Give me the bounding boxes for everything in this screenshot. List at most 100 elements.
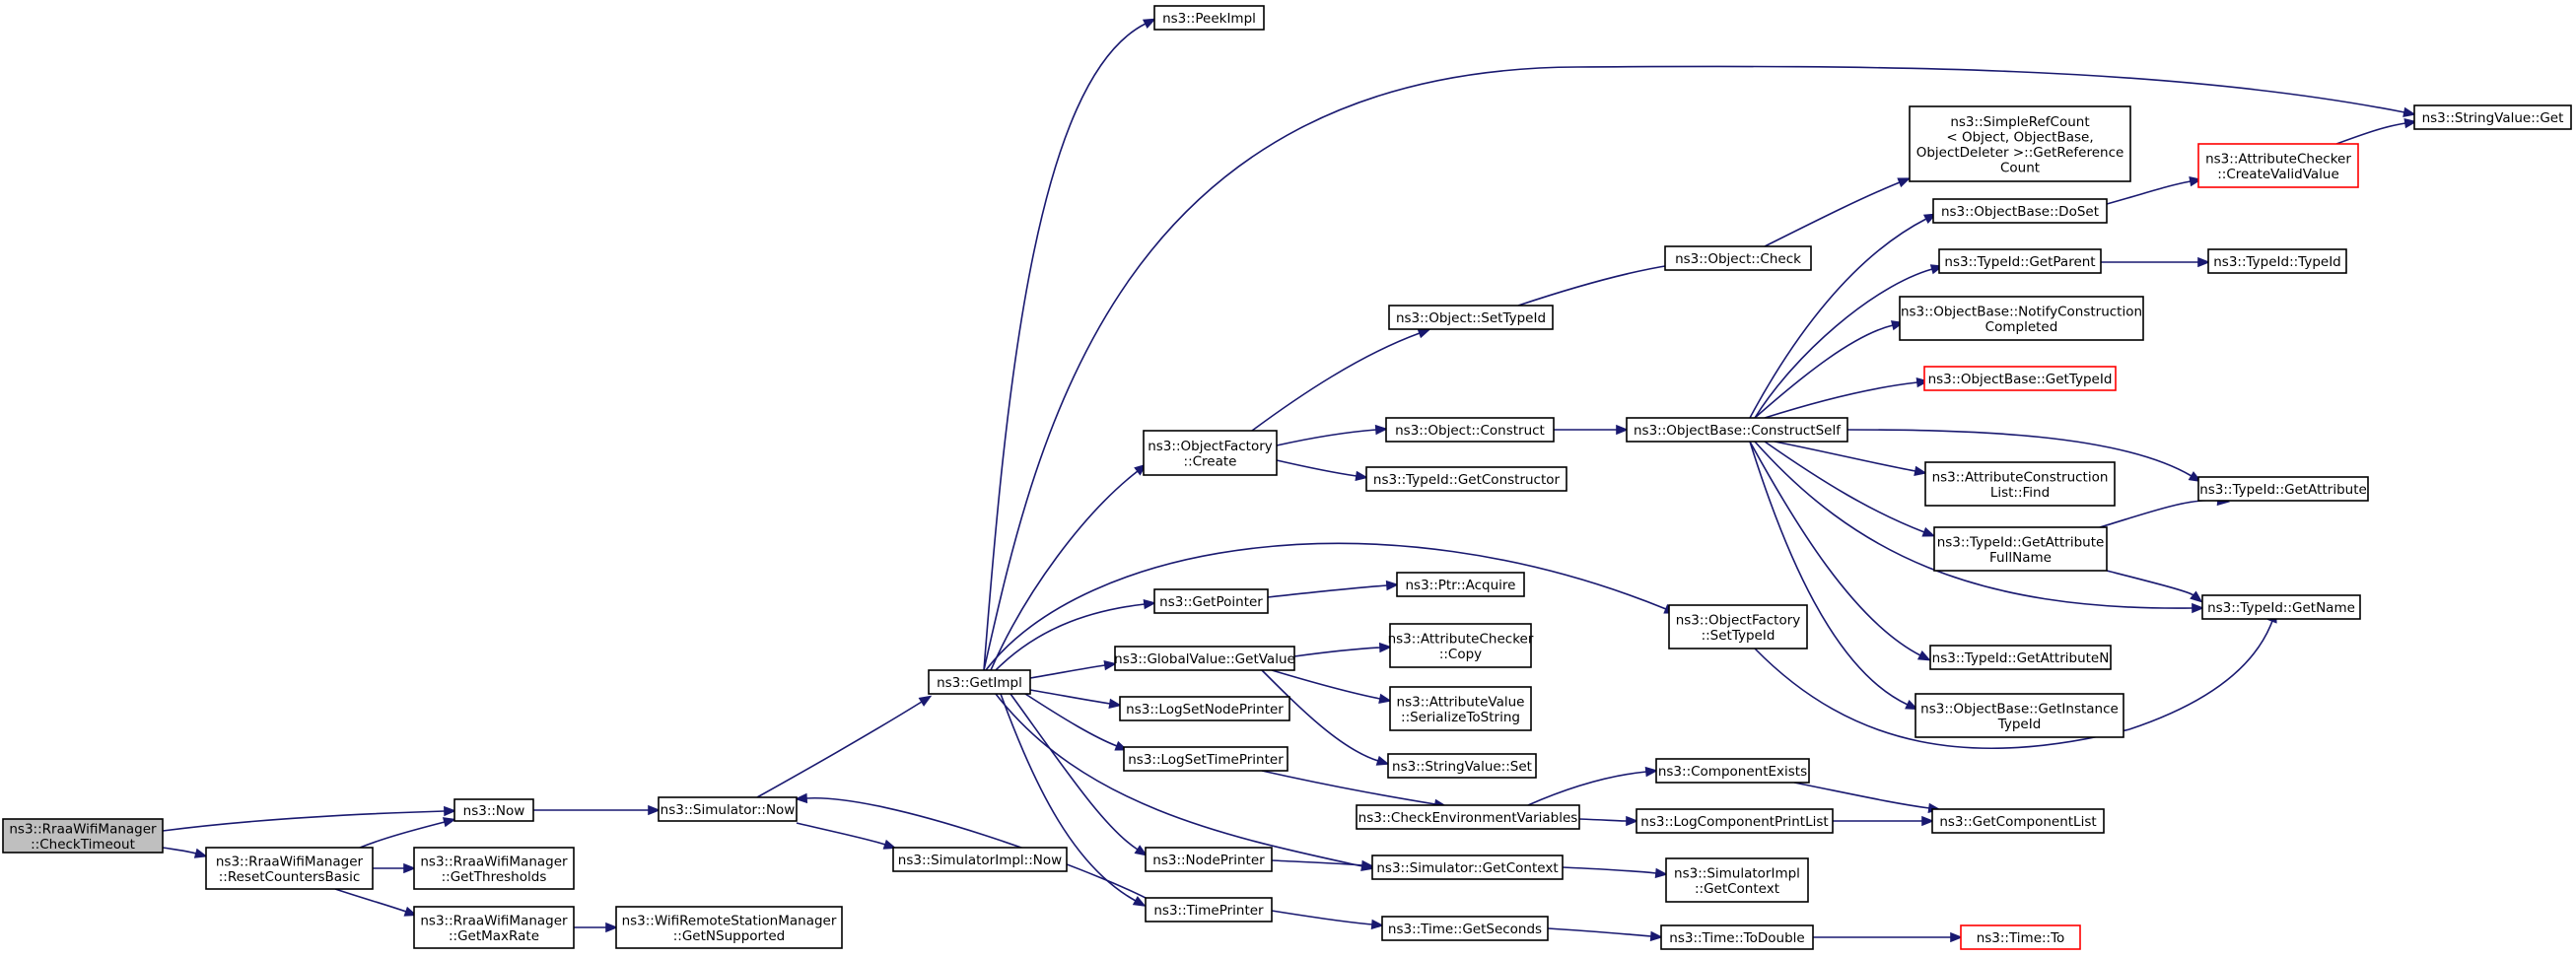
node-get-component-list[interactable]: ns3::GetComponentList xyxy=(1931,808,2105,834)
node-ptr-acquire[interactable]: ns3::Ptr::Acquire xyxy=(1396,572,1525,597)
node-type-id-get-constructor[interactable]: ns3::TypeId::GetConstructor xyxy=(1365,466,1567,492)
node-object-set-type-id[interactable]: ns3::Object::SetTypeId xyxy=(1388,305,1554,330)
arrowhead-icon xyxy=(1921,526,1936,537)
edge-get_impl-to-string_value_get xyxy=(983,65,2416,671)
node-label: ns3::SimulatorImpl::Now xyxy=(898,853,1062,868)
node-object-check[interactable]: ns3::Object::Check xyxy=(1664,245,1812,271)
edge-global_value_get_value-to-attribute_checker_copy xyxy=(1293,642,1393,657)
node-object-base-do-set[interactable]: ns3::ObjectBase::DoSet xyxy=(1932,198,2108,224)
node-box xyxy=(1119,696,1290,721)
node-get-pointer[interactable]: ns3::GetPointer xyxy=(1153,588,1269,614)
edge-line xyxy=(1562,866,1657,874)
node-log-set-node-printer[interactable]: ns3::LogSetNodePrinter xyxy=(1119,696,1290,721)
arrowhead-icon xyxy=(444,805,457,817)
node-label: ns3::RraaWifiManager xyxy=(420,913,568,928)
edge-line xyxy=(1749,441,1921,656)
node-box xyxy=(2207,248,2347,274)
node-time-printer[interactable]: ns3::TimePrinter xyxy=(1145,897,1273,923)
arrowhead-icon xyxy=(1649,930,1664,942)
edge-object_factory_create-to-object_construct xyxy=(1276,424,1389,446)
node-now[interactable]: ns3::Now xyxy=(453,798,534,822)
node-type-id-get-parent[interactable]: ns3::TypeId::GetParent xyxy=(1938,248,2102,274)
node-box xyxy=(1626,417,1848,443)
arrowhead-icon xyxy=(794,792,808,804)
node-get-n-supported[interactable]: ns3::WifiRemoteStationManager::GetNSuppo… xyxy=(615,906,843,949)
node-log-set-time-printer[interactable]: ns3::LogSetTimePrinter xyxy=(1123,746,1288,772)
arrowhead-icon xyxy=(2402,106,2416,117)
node-label: ns3::TypeId::GetParent xyxy=(1944,254,2095,270)
node-label: ns3::StringValue::Set xyxy=(1392,759,1532,775)
edge-get_max_rate-to-get_n_supported xyxy=(574,922,619,933)
node-attribute-value-serialize[interactable]: ns3::AttributeValue::SerializeToString xyxy=(1389,686,1532,731)
node-node-printer[interactable]: ns3::NodePrinter xyxy=(1145,847,1273,872)
node-label: ::Create xyxy=(1184,453,1237,469)
node-label: ns3::CheckEnvironmentVariables xyxy=(1358,810,1578,826)
node-type-id-type-id[interactable]: ns3::TypeId::TypeId xyxy=(2207,248,2347,274)
node-simulator-now[interactable]: ns3::Simulator::Now xyxy=(658,796,798,822)
edge-line xyxy=(1276,429,1377,446)
node-simulator-impl-now[interactable]: ns3::SimulatorImpl::Now xyxy=(892,847,1068,872)
node-simulator-get-context[interactable]: ns3::Simulator::GetContext xyxy=(1371,854,1564,880)
node-get-thresholds[interactable]: ns3::RraaWifiManager::GetThresholds xyxy=(413,847,575,890)
node-get-max-rate[interactable]: ns3::RraaWifiManager::GetMaxRate xyxy=(413,906,575,949)
node-label: ns3::Ptr::Acquire xyxy=(1406,578,1516,593)
node-string-value-set[interactable]: ns3::StringValue::Set xyxy=(1387,753,1537,779)
node-attribute-checker-copy[interactable]: ns3::AttributeChecker::Copy xyxy=(1388,623,1534,668)
node-box xyxy=(1938,248,2102,274)
arrowhead-icon xyxy=(1921,815,1935,827)
arrowhead-icon xyxy=(918,695,933,707)
node-box xyxy=(1356,804,1580,830)
node-box xyxy=(1915,693,2124,738)
node-attribute-checker-create-valid-value[interactable]: ns3::AttributeChecker::CreateValidValue xyxy=(2197,143,2359,188)
edge-reset_counters_basic-to-get_max_rate xyxy=(334,888,418,917)
node-object-base-construct-self[interactable]: ns3::ObjectBase::ConstructSelf xyxy=(1626,417,1848,443)
edge-line xyxy=(1793,782,1930,809)
edge-line xyxy=(805,797,1147,899)
node-type-id-get-attribute-n[interactable]: ns3::TypeId::GetAttributeN xyxy=(1929,645,2112,670)
edge-check_environment_variables-to-component_exists xyxy=(1527,766,1659,806)
node-check-environment-variables[interactable]: ns3::CheckEnvironmentVariables xyxy=(1356,804,1580,830)
node-check-timeout[interactable]: ns3::RraaWifiManager::CheckTimeout xyxy=(2,818,164,854)
node-label: ns3::NodePrinter xyxy=(1152,853,1265,868)
node-label: Count xyxy=(2000,160,2040,175)
node-object-factory-set-type-id[interactable]: ns3::ObjectFactory::SetTypeId xyxy=(1668,604,1808,649)
node-component-exists[interactable]: ns3::ComponentExists xyxy=(1655,758,1810,784)
edge-reset_counters_basic-to-get_thresholds xyxy=(373,862,417,874)
node-label: ns3::Time::ToDouble xyxy=(1669,930,1804,946)
node-simple-ref-count[interactable]: ns3::SimpleRefCount< Object, ObjectBase,… xyxy=(1909,105,2131,182)
node-object-construct[interactable]: ns3::Object::Construct xyxy=(1385,417,1555,443)
arrowhead-icon xyxy=(1897,177,1912,188)
node-box xyxy=(2201,594,2361,620)
node-time-to[interactable]: ns3::Time::To xyxy=(1960,924,2081,950)
node-type-id-get-attribute[interactable]: ns3::TypeId::GetAttribute xyxy=(2197,476,2369,502)
node-object-factory-create[interactable]: ns3::ObjectFactory::Create xyxy=(1143,430,1278,476)
edge-object_base_construct_self-to-type_id_get_attribute xyxy=(1846,429,2202,483)
node-object-base-notify-construction[interactable]: ns3::ObjectBase::NotifyConstructionCompl… xyxy=(1899,296,2144,341)
arrowhead-icon xyxy=(1654,867,1669,879)
node-box xyxy=(615,906,843,949)
node-simulator-impl-get-context[interactable]: ns3::SimulatorImpl::GetContext xyxy=(1665,857,1809,903)
node-label: ns3::GetPointer xyxy=(1159,594,1263,610)
edge-line xyxy=(756,701,923,798)
node-reset-counters-basic[interactable]: ns3::RraaWifiManager::ResetCountersBasic xyxy=(205,847,374,890)
arrowhead-icon xyxy=(1905,699,1919,711)
node-global-value-get-value[interactable]: ns3::GlobalValue::GetValue xyxy=(1114,646,1295,671)
node-string-value-get[interactable]: ns3::StringValue::Get xyxy=(2413,104,2572,130)
node-get-impl[interactable]: ns3::GetImpl xyxy=(928,669,1031,695)
arrowhead-icon xyxy=(1370,919,1385,930)
node-label: ns3::TimePrinter xyxy=(1153,903,1264,919)
node-label: ns3::Object::Construct xyxy=(1395,423,1545,439)
node-time-get-seconds[interactable]: ns3::Time::GetSeconds xyxy=(1381,916,1549,941)
node-label: ::CheckTimeout xyxy=(31,837,135,853)
node-type-id-get-name[interactable]: ns3::TypeId::GetName xyxy=(2201,594,2361,620)
node-log-component-print-list[interactable]: ns3::LogComponentPrintList xyxy=(1636,808,1834,834)
node-time-to-double[interactable]: ns3::Time::ToDouble xyxy=(1660,924,1814,950)
node-peek-impl[interactable]: ns3::PeekImpl xyxy=(1153,5,1265,31)
node-object-base-get-type-id[interactable]: ns3::ObjectBase::GetTypeId xyxy=(1923,366,2117,391)
edge-object_factory_create-to-type_id_get_constructor xyxy=(1276,459,1369,482)
node-label: ObjectDeleter >::GetReference xyxy=(1916,145,2124,161)
edge-line xyxy=(1029,664,1106,679)
